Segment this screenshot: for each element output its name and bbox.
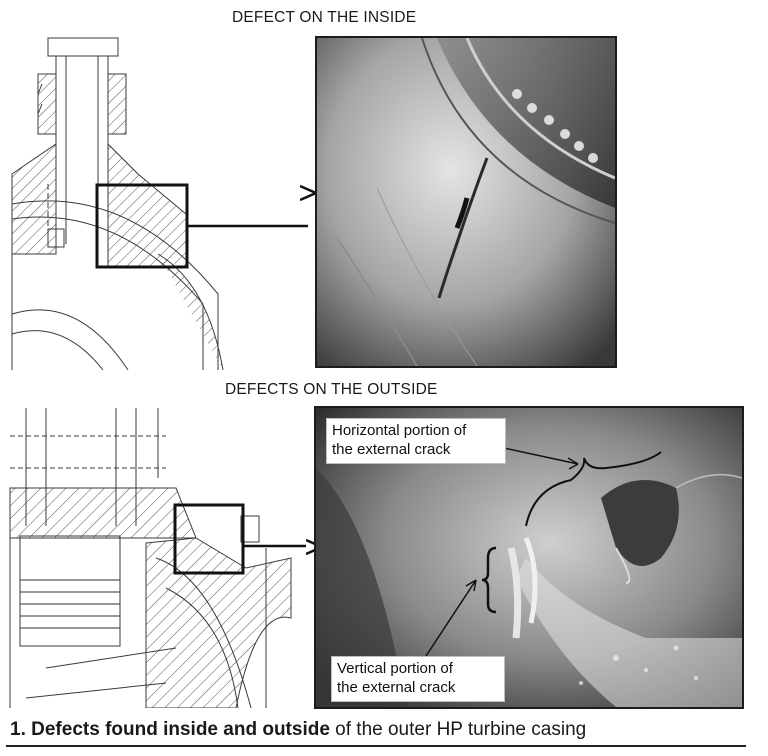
- vertical-crack-callout: Vertical portion of the external crack: [331, 656, 505, 702]
- inside-defect-heading: DEFECT ON THE INSIDE: [232, 9, 417, 26]
- caption-underline: [6, 745, 746, 747]
- horizontal-crack-callout: Horizontal portion of the external crack: [326, 418, 506, 464]
- horizontal-crack-label-line1: Horizontal portion of: [332, 422, 467, 439]
- outside-defects-heading: DEFECTS ON THE OUTSIDE: [225, 381, 438, 398]
- caption-bold-text: Defects found inside and outside: [31, 719, 330, 740]
- outside-cross-section-drawing: [9, 408, 306, 708]
- vertical-crack-label-line2: the external crack: [337, 679, 456, 696]
- horizontal-crack-label-line2: the external crack: [332, 441, 451, 458]
- caption-number: 1.: [10, 719, 26, 740]
- figure-caption: 1. Defects found inside and outside of t…: [10, 719, 586, 741]
- caption-text: of the outer HP turbine casing: [335, 719, 587, 740]
- vertical-crack-label-line1: Vertical portion of: [337, 660, 453, 677]
- inside-defect-photo: [315, 36, 617, 368]
- inside-cross-section-drawing: [11, 37, 308, 370]
